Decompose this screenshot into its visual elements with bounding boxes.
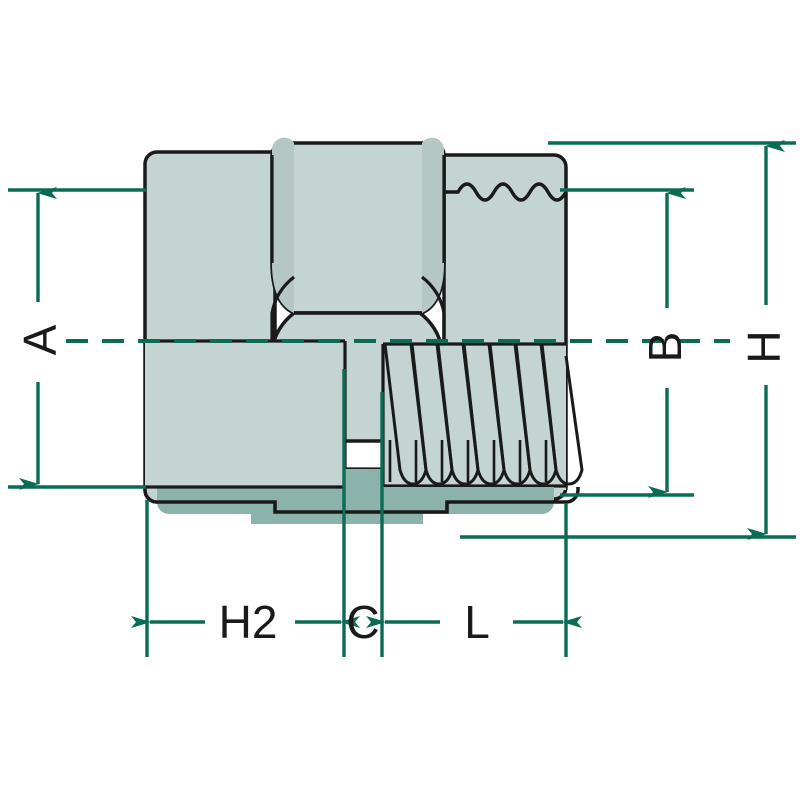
dimension-a-label: A <box>14 324 66 355</box>
hex-nut-lower-right-edge <box>421 275 446 341</box>
hex-nut-flank-right <box>422 137 445 313</box>
hex-nut-lower-left-edge <box>270 275 295 341</box>
socket-bore-section <box>145 341 345 502</box>
dimension-l-label: L <box>464 596 490 648</box>
dimension-h: H <box>460 140 796 540</box>
internal-thread-profile <box>383 343 584 486</box>
internal-thread-crest-stubs <box>388 440 548 482</box>
wavy-break-line-icon <box>444 182 568 202</box>
dimension-c: C <box>346 596 379 648</box>
dimension-h2: H2 <box>131 596 360 648</box>
bottom-band <box>157 469 554 524</box>
dimension-b: B <box>560 187 694 498</box>
fitting-body <box>143 137 584 524</box>
dimension-h2-label: H2 <box>219 596 278 648</box>
dimension-l: L <box>366 596 582 648</box>
dimension-b-label: B <box>639 332 691 363</box>
bottom-extension-lines <box>145 369 568 657</box>
dimension-c-label: C <box>346 596 379 648</box>
internal-thread-region <box>383 344 566 490</box>
dimension-a: A <box>8 187 146 490</box>
dimension-h-label: H <box>738 330 790 363</box>
hex-nut-upper <box>270 141 446 315</box>
hex-nut-flank-left <box>271 137 294 313</box>
